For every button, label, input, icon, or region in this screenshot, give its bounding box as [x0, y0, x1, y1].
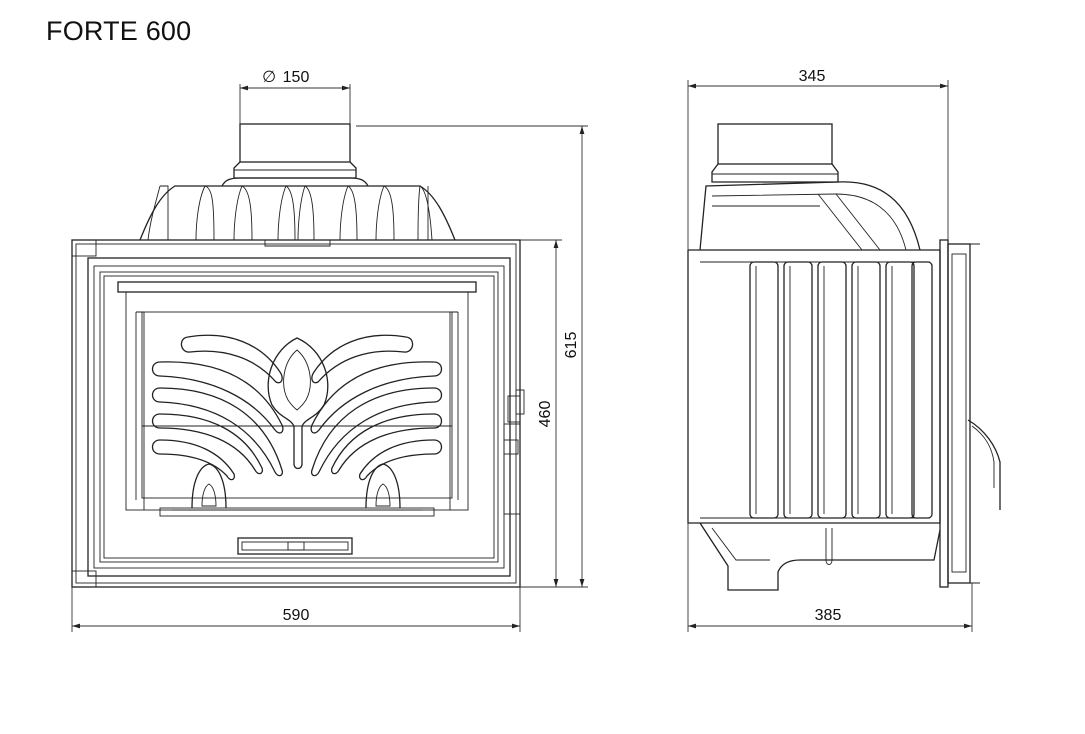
dim-flue-diameter: ∅ 150: [239, 69, 351, 124]
dim-side-bottom-depth: 385: [687, 523, 973, 632]
flue-diameter-symbol: ∅: [262, 69, 276, 86]
dim-total-height: 615: [356, 125, 588, 588]
side-body: [687, 250, 941, 524]
flue-diameter-value: 150: [283, 69, 310, 86]
dim-front-width: 590: [71, 587, 521, 632]
front-frame: [71, 239, 525, 588]
top-ribs: [139, 177, 456, 247]
body-height-value: 460: [537, 401, 554, 428]
door-handle: [237, 537, 353, 555]
side-base: [699, 522, 941, 591]
flue-collar: [233, 123, 357, 179]
total-height-value: 615: [563, 332, 580, 359]
dim-side-top-depth: 345: [687, 68, 949, 250]
side-front-frame: [939, 239, 1001, 588]
side-dome: [688, 181, 940, 251]
side-view: 345 385: [687, 68, 1001, 632]
drawing-title: FORTE 600: [46, 16, 192, 46]
front-width-value: 590: [283, 607, 310, 624]
side-bottom-depth-value: 385: [815, 607, 842, 624]
front-view: ∅ 150 615 460 590: [71, 69, 588, 632]
front-glass: [117, 281, 477, 517]
side-top-depth-value: 345: [799, 68, 826, 85]
decorative-plate: [151, 334, 443, 509]
side-flue: [711, 123, 839, 183]
dim-body-height: 460: [520, 239, 562, 587]
